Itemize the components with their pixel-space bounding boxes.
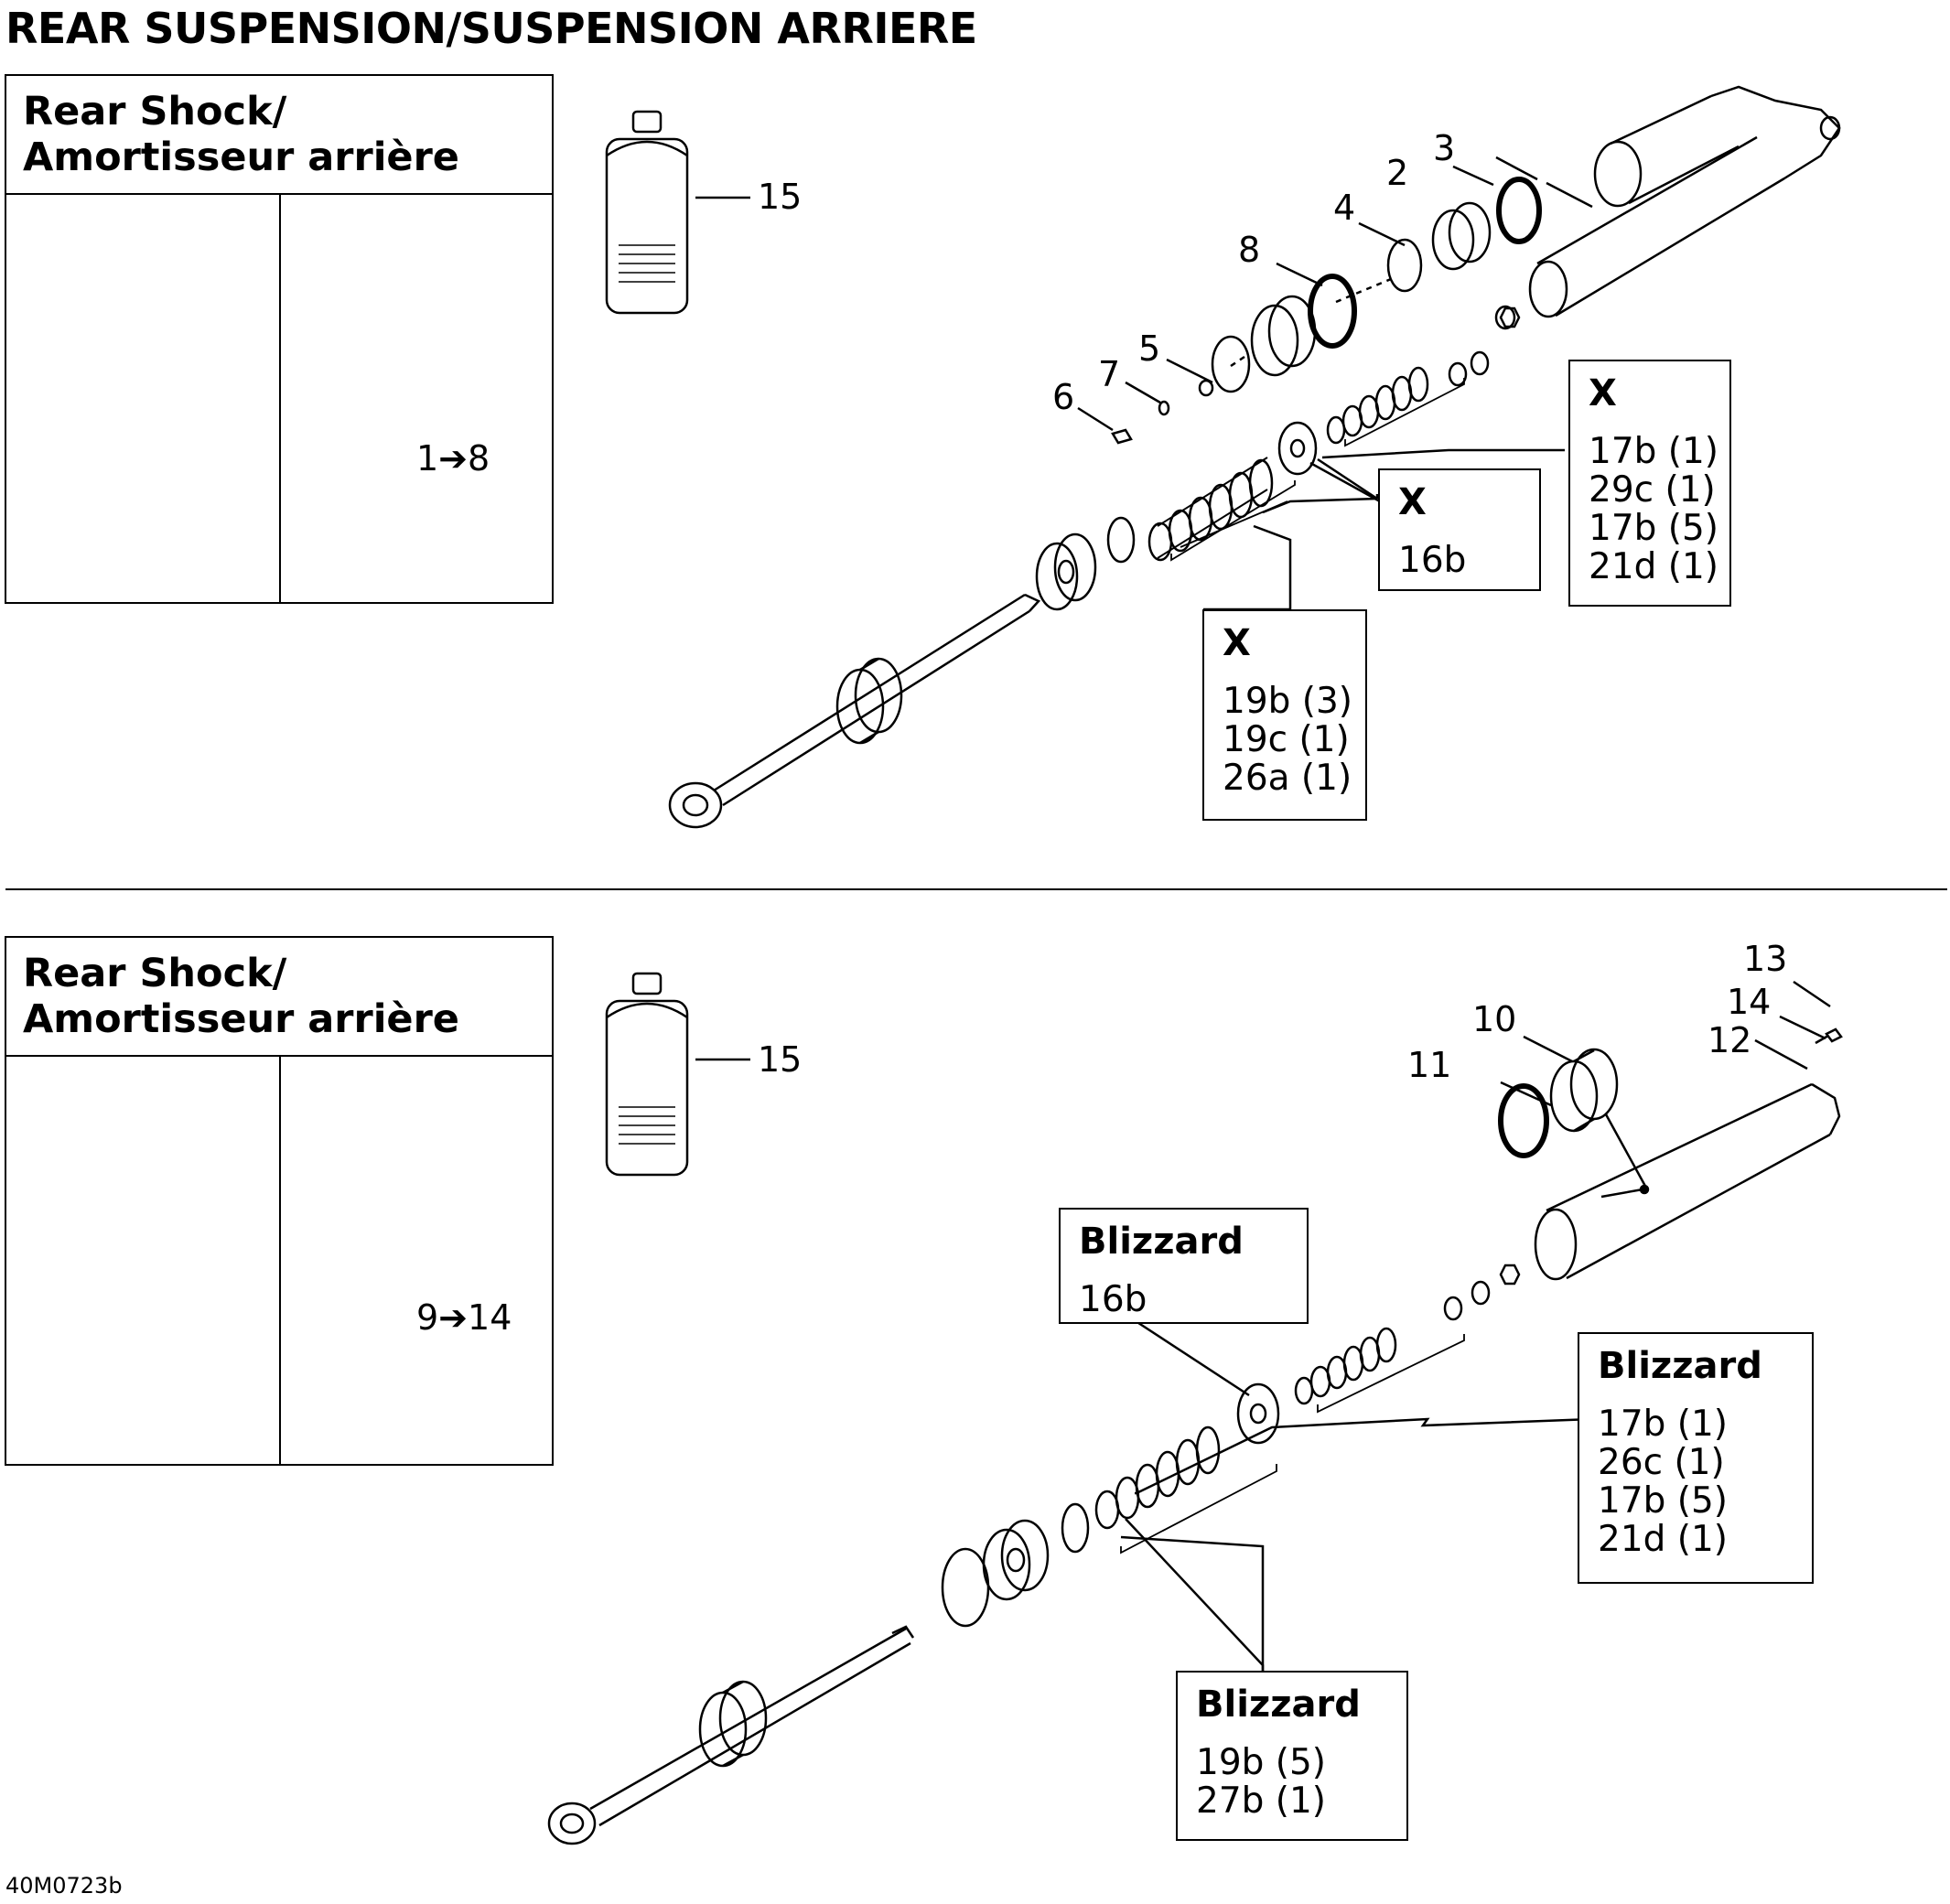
kit-box-bottom-lower: Blizzard 19b (5) 27b (1) [1176, 1671, 1408, 1841]
kit-heading: X [1398, 481, 1427, 523]
kit-item: 17b (1) [1589, 431, 1719, 472]
shaft-assembly-bottom [547, 980, 1843, 1845]
kit-heading: X [1589, 372, 1617, 414]
kit-heading: Blizzard [1196, 1683, 1361, 1726]
oil-bottle-bottom [605, 972, 750, 1177]
kit-heading: Blizzard [1079, 1221, 1244, 1263]
callout-7: 7 [1098, 354, 1121, 394]
panel-divider-bottom [279, 1055, 281, 1464]
panel-header-line2: Amortisseur arrière [23, 996, 459, 1042]
callout-2: 2 [1386, 153, 1409, 193]
shaft-assembly-top [668, 85, 1841, 829]
callout-5: 5 [1138, 328, 1161, 369]
kit-box-top-right: X 17b (1) 29c (1) 17b (5) 21d (1) [1568, 360, 1731, 607]
callout-10: 10 [1472, 999, 1517, 1039]
kit-item: 19b (5) [1196, 1742, 1327, 1783]
panel-divider-top [279, 193, 281, 602]
rear-shock-panel-bottom: Rear Shock/ Amortisseur arrière [5, 936, 554, 1466]
kit-item: 26c (1) [1598, 1442, 1725, 1483]
callout-13: 13 [1743, 939, 1788, 979]
callout-11: 11 [1407, 1045, 1452, 1085]
kit-item: 16b [1079, 1279, 1147, 1320]
oil-label-top: 15 [758, 177, 803, 217]
figure-code: 40M0723b [5, 1873, 123, 1899]
rear-shock-panel-top: Rear Shock/ Amortisseur arrière [5, 74, 554, 604]
kit-heading: X [1223, 622, 1251, 664]
kit-item: 21d (1) [1589, 546, 1719, 587]
kit-box-top-bottom: X 19b (3) 19c (1) 26a (1) [1202, 609, 1367, 821]
kit-item: 17b (5) [1598, 1480, 1729, 1522]
callout-12: 12 [1708, 1020, 1752, 1060]
oil-label-bottom: 15 [758, 1039, 803, 1080]
kit-item: 19c (1) [1223, 719, 1350, 760]
oil-bottle-top [605, 110, 750, 315]
panel-header-line1: Rear Shock/ [23, 89, 287, 134]
callout-3: 3 [1433, 128, 1456, 168]
kit-item: 21d (1) [1598, 1519, 1729, 1560]
kit-item: 27b (1) [1196, 1780, 1327, 1822]
range-label-top: 1➔8 [416, 438, 490, 479]
page-title: REAR SUSPENSION/SUSPENSION ARRIERE [5, 4, 977, 53]
kit-item: 29c (1) [1589, 469, 1716, 511]
kit-item: 17b (1) [1598, 1404, 1729, 1445]
kit-box-bottom-upper-left: Blizzard 16b [1059, 1208, 1309, 1324]
panel-header-line1: Rear Shock/ [23, 951, 287, 996]
callout-6: 6 [1052, 377, 1075, 417]
panel-header-bottom: Rear Shock/ Amortisseur arrière [6, 938, 552, 1057]
panel-header-line2: Amortisseur arrière [23, 134, 459, 180]
kit-heading: Blizzard [1598, 1345, 1762, 1387]
kit-item: 16b [1398, 540, 1467, 581]
kit-box-top-middle: X 16b [1378, 468, 1541, 591]
callout-4: 4 [1333, 188, 1356, 228]
kit-item: 19b (3) [1223, 681, 1353, 722]
range-label-bottom: 9➔14 [416, 1297, 512, 1338]
callout-8: 8 [1238, 230, 1261, 270]
kit-item: 26a (1) [1223, 758, 1352, 799]
callout-14: 14 [1727, 982, 1772, 1022]
kit-item: 17b (5) [1589, 508, 1719, 549]
kit-box-bottom-right: Blizzard 17b (1) 26c (1) 17b (5) 21d (1) [1578, 1332, 1814, 1584]
panel-header-top: Rear Shock/ Amortisseur arrière [6, 76, 552, 195]
